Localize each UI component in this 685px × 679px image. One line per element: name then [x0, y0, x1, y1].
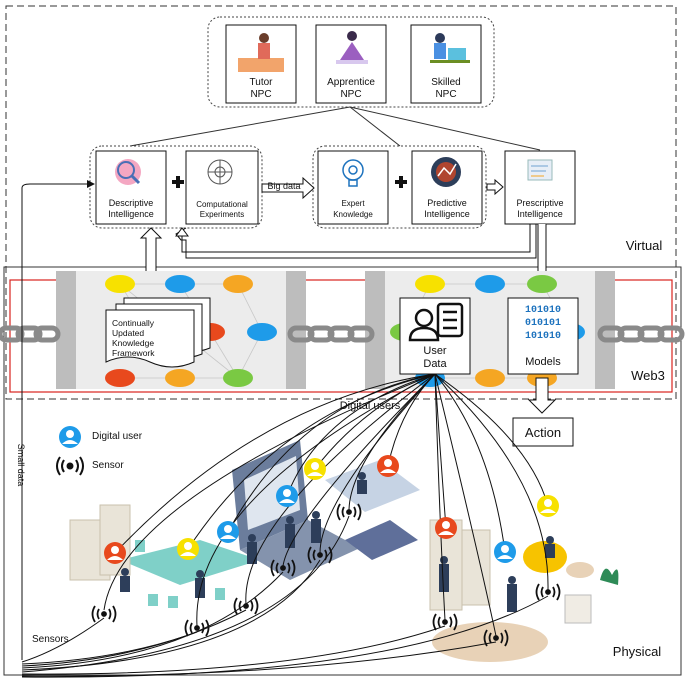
action-arrow — [527, 377, 557, 414]
web3-region — [9, 279, 673, 393]
sensor-icon — [233, 597, 259, 615]
sensor-icon — [307, 546, 333, 564]
digital-user-icon — [59, 426, 81, 448]
small-data-loop — [21, 180, 95, 660]
network-node — [223, 369, 253, 387]
network-node — [527, 275, 557, 293]
chain-middle — [287, 325, 375, 343]
feedback-arrow — [175, 224, 537, 259]
computational-icon — [207, 159, 233, 185]
digital-users-label: Digital users — [339, 400, 401, 412]
network-node — [247, 323, 277, 341]
virtual-region — [5, 5, 677, 400]
action-label: Action — [524, 425, 562, 440]
small-data-label: Small data — [16, 443, 26, 487]
knowledge-framework-doc — [105, 297, 211, 368]
npc-connectors — [129, 106, 541, 151]
digital-user-icon — [377, 455, 399, 477]
legend-sensor-label: Sensor — [92, 460, 124, 471]
network-node — [105, 275, 135, 293]
digital-user-icon — [537, 495, 559, 517]
digital-user-icon — [494, 541, 516, 563]
expert-box — [317, 150, 389, 225]
digital-user-icon — [435, 517, 457, 539]
network-node — [165, 275, 195, 293]
sensor-icon — [270, 559, 296, 577]
to-prescriptive-arrow — [486, 178, 504, 196]
action-box — [512, 417, 574, 447]
chain-left — [0, 325, 61, 343]
network-node — [415, 275, 445, 293]
sensor-return-links — [21, 515, 549, 678]
sensor-icon — [535, 583, 561, 601]
sensor-icon — [56, 456, 84, 476]
panel-divider — [56, 271, 76, 389]
panel-divider — [365, 271, 385, 389]
chain-right — [597, 325, 685, 343]
descriptive-icon — [115, 159, 141, 185]
user-data-links — [103, 373, 549, 637]
sensors-label: Sensors — [32, 634, 69, 645]
predictive-icon — [431, 157, 461, 187]
digital-user-icon — [217, 521, 239, 543]
physical-label: Physical — [612, 644, 662, 659]
web3-label: Web3 — [631, 368, 665, 383]
big-data-arrow — [261, 176, 315, 200]
computational-box — [185, 150, 259, 225]
sensor-icon — [483, 629, 509, 647]
sensor-icon — [184, 619, 210, 637]
network-node — [475, 275, 505, 293]
plus-icon — [395, 176, 407, 188]
plus-icon — [172, 176, 184, 188]
expert-icon — [342, 159, 364, 187]
physical-scene — [69, 440, 619, 662]
sensor-icon — [336, 503, 362, 521]
skilled-npc-box — [410, 24, 482, 104]
digital-user-icon — [177, 538, 199, 560]
digital-user-icon — [304, 458, 326, 480]
prescriptive-feedback — [181, 224, 531, 253]
digital-user-icon — [104, 542, 126, 564]
big-data-label: Big data — [267, 181, 301, 191]
models-box — [507, 297, 579, 375]
prescriptive-icon — [527, 159, 553, 181]
skilled-illustration — [430, 33, 470, 63]
sensor-markers — [91, 503, 561, 647]
network-node — [105, 369, 135, 387]
sensor-icon — [432, 613, 458, 631]
physical-region — [3, 266, 682, 676]
network-node — [165, 369, 195, 387]
tutor-illustration — [238, 33, 284, 72]
prescriptive-feedback-head — [175, 227, 189, 237]
digital-user-markers — [104, 455, 559, 564]
models-label: Models — [525, 356, 561, 368]
apprentice-illustration — [336, 31, 368, 64]
sensor-icon — [91, 605, 117, 623]
user-data-icon — [408, 302, 464, 342]
descriptive-group — [89, 145, 263, 229]
virtual-label: Virtual — [625, 238, 663, 253]
network-node — [475, 369, 505, 387]
legend-digital-user-label: Digital user — [92, 431, 143, 442]
digital-user-icon — [276, 485, 298, 507]
network-node — [223, 275, 253, 293]
